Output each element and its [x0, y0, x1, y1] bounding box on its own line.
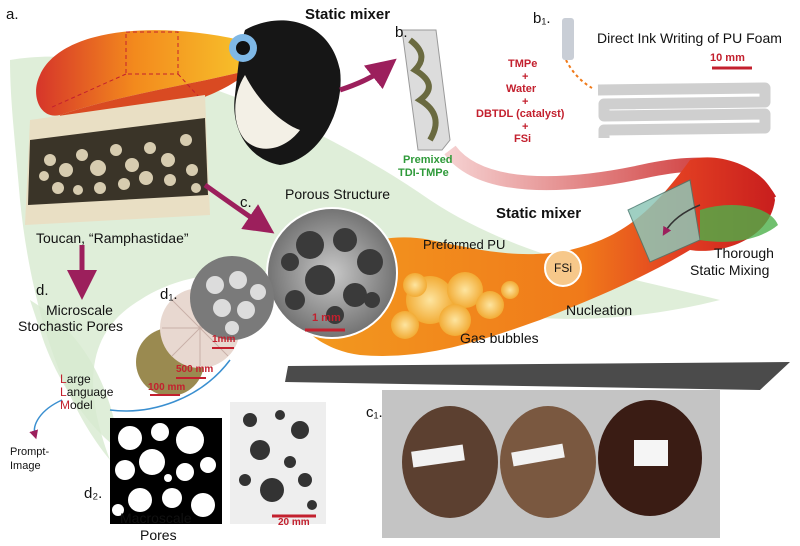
scale-label-1mm-d: 1mm	[212, 334, 236, 345]
toucan-label: Toucan, “Ramphastidae”	[36, 230, 189, 246]
background-leaf-lower	[30, 300, 120, 450]
premixed-label: TDI-TMPe	[398, 167, 449, 179]
microscale-label: Stochastic Pores	[18, 318, 124, 334]
fsi-nucleation-bubble	[544, 249, 582, 287]
panel-label-c1: c₁.	[366, 404, 383, 421]
scale-label-20mm: 20 mm	[278, 517, 310, 528]
llm-text: odel	[70, 398, 93, 412]
panel-label-c: c.	[240, 194, 252, 211]
scale-label-500mm: 500 mm	[176, 364, 214, 375]
macroscale-label: Macroscale	[120, 510, 192, 526]
panel-label-b1: b₁.	[533, 10, 551, 27]
static-mixer-label-top: Static mixer	[305, 6, 391, 23]
dispense-arrow	[565, 59, 593, 89]
binary-pore-image	[110, 418, 222, 524]
panel-label-d1: d₁.	[160, 286, 178, 303]
prompt-arrow	[29, 399, 63, 440]
ink-nozzle	[562, 18, 574, 60]
ingredient-fsi: FSi	[514, 133, 532, 145]
scale-label-100mm: 100 mm	[148, 382, 186, 393]
arrow-to-static-mixer	[339, 58, 397, 93]
toucan-bone-structure	[25, 95, 210, 225]
macroscale-label: Pores	[140, 527, 177, 543]
gas-bubbles-label: Gas bubbles	[460, 330, 539, 346]
panel-label-d2: d₂.	[84, 485, 103, 502]
green-coating	[700, 205, 778, 242]
thorough-mixing-label: Thorough	[714, 245, 774, 261]
llm-text: anguage	[66, 385, 114, 399]
llm-label: Model	[60, 398, 93, 412]
llm-letter: L	[60, 372, 67, 386]
ingredient-plus: +	[522, 121, 529, 133]
prompt-image-label: Prompt-	[10, 446, 50, 458]
microscale-pore-images	[136, 256, 274, 396]
llm-letter: L	[60, 385, 67, 399]
ingredient-plus: +	[522, 71, 529, 83]
thorough-mixing-label: Static Mixing	[690, 262, 770, 278]
arrow-to-porous-structure	[203, 182, 275, 234]
prompt-image-label: Image	[10, 460, 41, 472]
scale-label-10mm: 10 mm	[710, 52, 745, 64]
panel-label-a: a.	[6, 6, 19, 23]
mixing-arrow	[662, 204, 701, 236]
fsi-bubble-label: FSi	[554, 261, 572, 275]
static-mixer-nozzle	[401, 29, 451, 151]
llm-label: Language	[60, 385, 113, 399]
llm-label: Large	[60, 372, 91, 386]
scale-label-1mm-c: 1 mm	[312, 312, 341, 324]
ingredient-dbtdl: DBTDL (catalyst)	[476, 108, 565, 120]
premixed-label: Premixed	[403, 154, 453, 166]
foam-block-demo	[285, 362, 790, 538]
panel-label-d: d.	[36, 282, 49, 299]
llm-letter: M	[60, 398, 70, 412]
ingredient-water: Water	[506, 83, 537, 95]
microscale-label: Microscale	[46, 302, 113, 318]
zoom-line	[177, 73, 199, 97]
gas-bubble-cluster	[391, 272, 519, 339]
nucleation-label: Nucleation	[566, 302, 633, 318]
preformed-pu-label: Preformed PU	[423, 237, 506, 252]
porous-structure-sem	[266, 207, 398, 339]
static-mixer-label-mid: Static mixer	[496, 205, 582, 222]
llm-text: arge	[66, 372, 91, 386]
ingredient-tmpe: TMPe	[508, 58, 538, 70]
ingredient-plus: +	[522, 96, 529, 108]
panel-label-b: b.	[395, 24, 408, 41]
llm-arrow	[109, 359, 231, 412]
printed-foam-serpentine	[597, 82, 771, 138]
macroscale-pore-photo	[230, 402, 326, 524]
porous-structure-label: Porous Structure	[285, 186, 391, 202]
direct-ink-writing-label: Direct Ink Writing of PU Foam	[597, 30, 782, 46]
